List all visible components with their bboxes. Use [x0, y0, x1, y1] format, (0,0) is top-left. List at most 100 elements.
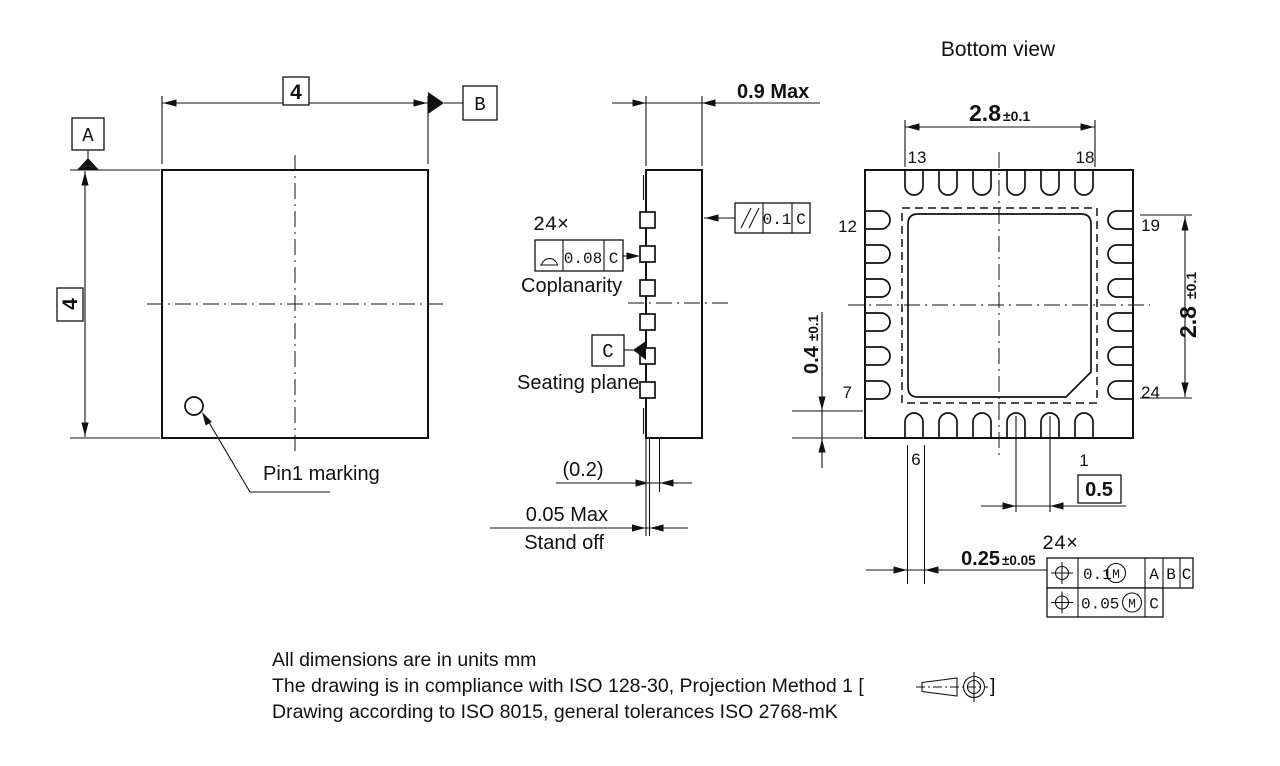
pad-span-dimension: 2.8	[969, 100, 1001, 126]
arrowhead-icon	[163, 99, 177, 107]
pin	[1040, 169, 1060, 196]
lead-length-dimension: 0.4	[801, 345, 823, 374]
pad-span-dimension: 2.8	[1175, 306, 1201, 338]
lead-thickness-dimension: (0.2)	[562, 459, 603, 481]
parallelism-datum: C	[796, 211, 806, 229]
dimension-frame	[56, 287, 84, 322]
side-view: 0.9 Max 0.1 C 24× 0.08 C Coplanarity C S…	[490, 81, 820, 554]
pin1-label: Pin1 marking	[263, 463, 380, 485]
lead-length-tolerance: ±0.1	[806, 314, 821, 341]
note-tolerances: Drawing according to ISO 8015, general t…	[272, 701, 838, 723]
pin-number-1: 1	[1079, 451, 1088, 470]
datum-b-label: B	[474, 94, 485, 116]
pin-number-19: 19	[1141, 216, 1160, 235]
package-body-outline	[645, 169, 703, 439]
coplanarity-tolerance: 0.08	[564, 250, 602, 268]
arrowhead-icon	[660, 479, 674, 487]
pin	[1107, 278, 1134, 298]
pin	[1107, 380, 1134, 400]
arrowhead-icon	[1050, 502, 1064, 510]
pin	[972, 412, 992, 439]
arrowhead-icon	[705, 214, 719, 222]
pin	[938, 169, 958, 196]
arrowhead-icon	[635, 479, 649, 487]
pin-number-18: 18	[1076, 148, 1095, 167]
mmc-modifier-icon	[1105, 562, 1127, 584]
standoff-label: Stand off	[524, 532, 604, 554]
position-tolerance-2: 0.05	[1081, 596, 1119, 614]
top-view: Pin1 marking 4 B 4 A	[56, 76, 498, 493]
arrowhead-icon	[818, 439, 826, 453]
side-lead-pad	[639, 381, 656, 399]
pin-number-24: 24	[1141, 383, 1160, 402]
pin	[864, 346, 891, 366]
pin	[864, 210, 891, 230]
side-lead-pad	[639, 211, 656, 229]
width-dimension: 4	[290, 81, 302, 104]
pin	[972, 169, 992, 196]
exposed-pad-chamfered-outline	[907, 213, 1092, 398]
arrowhead-icon	[81, 422, 89, 436]
lead-width-dimension: 0.25	[961, 548, 1000, 570]
pin1-marking-circle	[184, 396, 204, 416]
projection-cone	[921, 677, 958, 697]
mmc-modifier-letter: M	[1128, 597, 1136, 612]
pad-span-tolerance: ±0.1	[1003, 108, 1030, 124]
note-units: All dimensions are in units mm	[272, 649, 536, 671]
parallelism-icon	[740, 207, 760, 229]
pin	[864, 312, 891, 332]
arrowhead-icon	[1002, 502, 1016, 510]
arrowhead-icon	[81, 172, 89, 186]
drawing-notes: All dimensions are in units mm The drawi…	[272, 649, 995, 723]
pin	[864, 278, 891, 298]
dimension-frame	[1077, 474, 1122, 504]
pin	[904, 412, 924, 439]
arrowhead-icon	[906, 123, 920, 131]
datum-triangle-icon	[77, 158, 99, 170]
coplanarity-fcf	[534, 239, 624, 272]
arrowhead-icon	[650, 524, 664, 532]
note-projection-close-bracket: ]	[990, 675, 995, 697]
arrowhead-icon	[818, 396, 826, 410]
position-tolerance-1: 0.1	[1083, 566, 1112, 584]
datum-a-box	[71, 117, 105, 151]
arrowhead-icon	[632, 99, 646, 107]
datum-a-label: A	[82, 125, 94, 147]
arrowhead-icon	[893, 566, 907, 574]
datum-triangle-icon	[428, 92, 444, 114]
note-projection: The drawing is in compliance with ISO 12…	[272, 675, 864, 697]
pin	[1107, 312, 1134, 332]
mmc-modifier-letter: M	[1112, 567, 1120, 582]
pin-number-7: 7	[843, 383, 852, 402]
pin1-leader-line	[206, 418, 330, 493]
view-title: Bottom view	[941, 38, 1056, 61]
pin-number-12: 12	[838, 217, 857, 236]
mmc-modifier-icon	[1121, 592, 1143, 613]
datum-c-label: C	[602, 341, 613, 363]
lead-count-label: 24×	[1042, 533, 1078, 556]
arrowhead-icon	[413, 99, 427, 107]
pin	[1074, 412, 1094, 439]
surface-profile-icon	[540, 258, 559, 266]
fcf2-datum-c: C	[1149, 596, 1159, 614]
fcf1-datum-a: A	[1149, 566, 1159, 584]
arrowhead-icon	[1080, 123, 1094, 131]
arrowhead-icon	[702, 99, 716, 107]
parallelism-fcf	[734, 202, 811, 234]
side-lead-pad	[639, 245, 656, 263]
datum-b-box	[462, 85, 498, 121]
pad-span-tolerance: ±0.1	[1183, 272, 1199, 299]
arrowhead-icon	[626, 252, 640, 260]
pin	[1107, 244, 1134, 264]
arrowhead-icon	[632, 524, 646, 532]
pin	[864, 244, 891, 264]
arrowhead-icon	[1181, 382, 1189, 396]
fcf1-datum-c: C	[1182, 566, 1192, 584]
pin	[938, 412, 958, 439]
bottom-view: Bottom view	[792, 38, 1201, 618]
standoff-dimension: 0.05 Max	[526, 504, 608, 526]
arrowhead-icon	[925, 566, 939, 574]
height-dimension: 4	[59, 298, 82, 310]
